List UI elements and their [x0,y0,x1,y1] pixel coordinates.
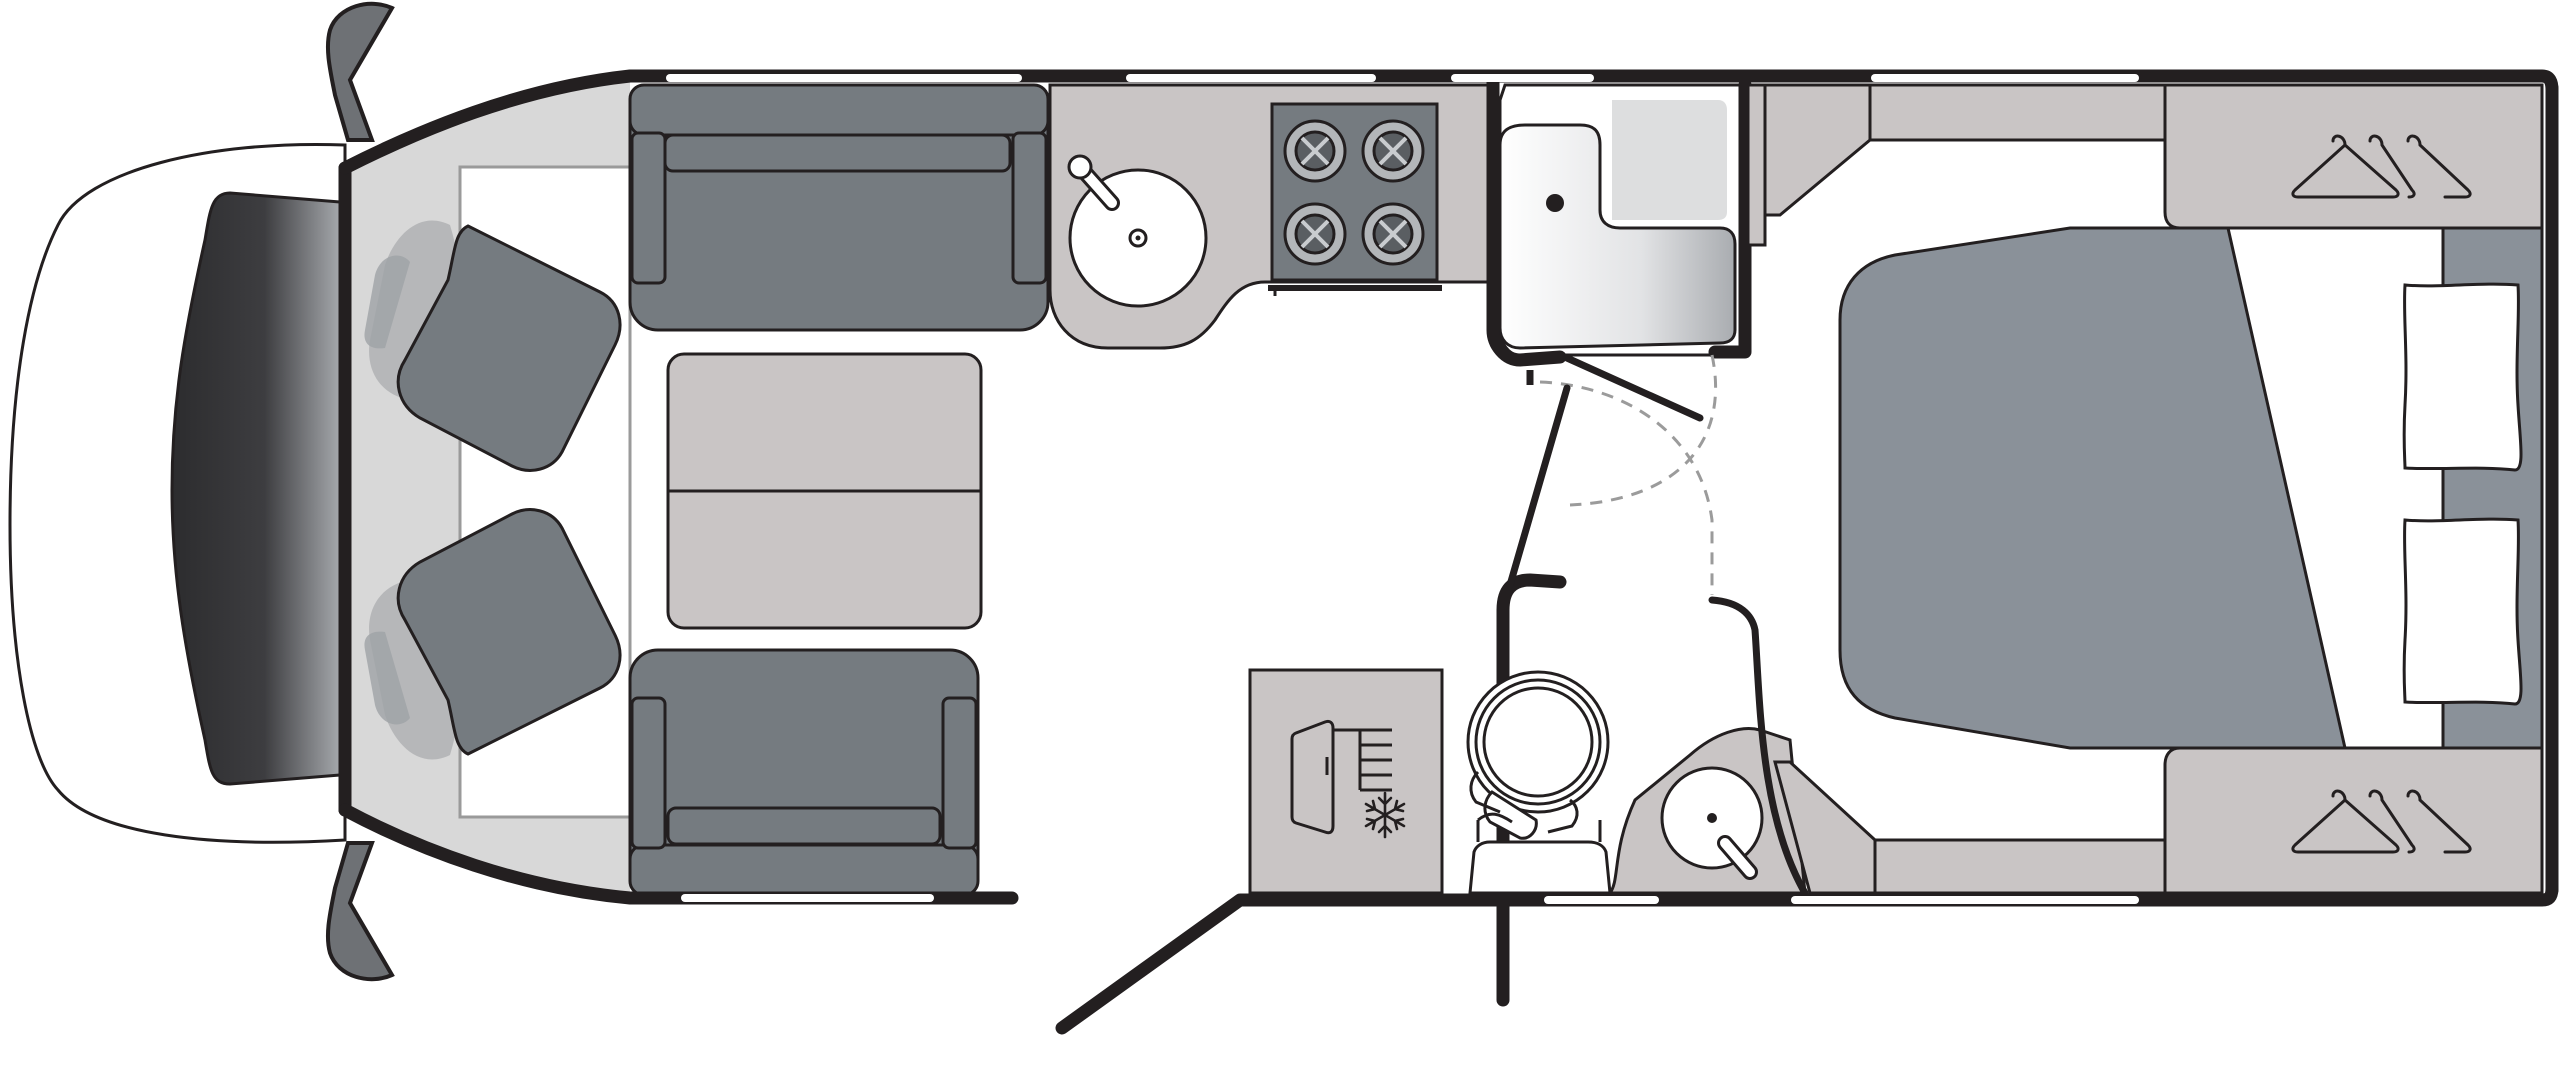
hob-icon [1268,102,1442,296]
mirror-right-icon [325,841,395,982]
snowflake-icon [1364,791,1406,839]
windows [666,74,2139,904]
burner-icon [1361,119,1425,183]
toilet-icon [1466,670,1612,895]
burner-icon [1283,119,1347,183]
door-swing-arc [1569,354,1718,507]
washroom-curved-wall [1708,596,1809,897]
cab [8,1,632,982]
shower-drain-icon [1546,194,1564,212]
burner-icon [1361,202,1425,266]
cab-seat-passenger [364,508,622,760]
nearside-wall [338,69,2559,1035]
wardrobe-hanger-icon [2291,134,2472,199]
sofa-back-icon [628,843,980,897]
kitchen [1048,83,1490,350]
armrest-icon [364,631,410,725]
fridge-icon [1290,719,1335,835]
washroom-door-jamb [1506,384,1571,589]
bedroom [1746,83,2544,895]
double-bed [1838,226,2544,750]
door-swing-arc [1539,380,1714,595]
wardrobe-hanger-icon [2291,789,2472,854]
sink-icon [1067,154,1208,308]
toilet-cistern-icon [1468,840,1612,895]
wardrobe-bottom [2163,746,2544,895]
dining-table [666,352,983,630]
fridge-unit [1248,668,1444,895]
armrest-icon [364,255,410,349]
sofa-top [628,83,1050,332]
wardrobe-top [2163,83,2544,230]
sofa-bottom [628,648,980,897]
washroom-door [1563,354,1704,422]
lounge [628,83,1050,897]
mirror-left-icon [325,1,395,142]
seat-cushion-icon [396,508,622,756]
sofa-armrest-right-icon [941,696,978,850]
sofa-armrest-right-icon [1011,131,1048,285]
cab-seat-driver [364,220,622,472]
sofa-armrest-left-icon [630,696,667,850]
sofa-armrest-left-icon [630,131,667,285]
tap-icon [1067,154,1093,180]
washroom [1466,75,1809,1007]
pillow-icon [2402,517,2523,706]
bedside-shelf-bottom [1773,760,2167,895]
shower-screen [1612,100,1727,220]
burner-icon [1283,202,1347,266]
bedside-shelf-top [1763,83,2167,217]
dashboard [170,191,342,786]
outer-walls [338,69,2559,1035]
pillow-icon [2402,282,2523,472]
sofa-back-icon [628,83,1050,137]
sofa-cushion-icon [666,806,942,846]
shower-tray-icon [1498,123,1737,350]
fridge-cabinet [1248,668,1444,895]
seat-cushion-icon [396,224,622,472]
bed-mattress-icon [1838,226,2347,750]
bedside-post [1746,83,1767,247]
bonnet-outline [8,142,347,844]
offside-wall [338,803,1019,905]
washroom-wall [1486,75,1752,367]
sofa-cushion-icon [663,133,1012,173]
wash-basin-icon [1660,766,1764,880]
